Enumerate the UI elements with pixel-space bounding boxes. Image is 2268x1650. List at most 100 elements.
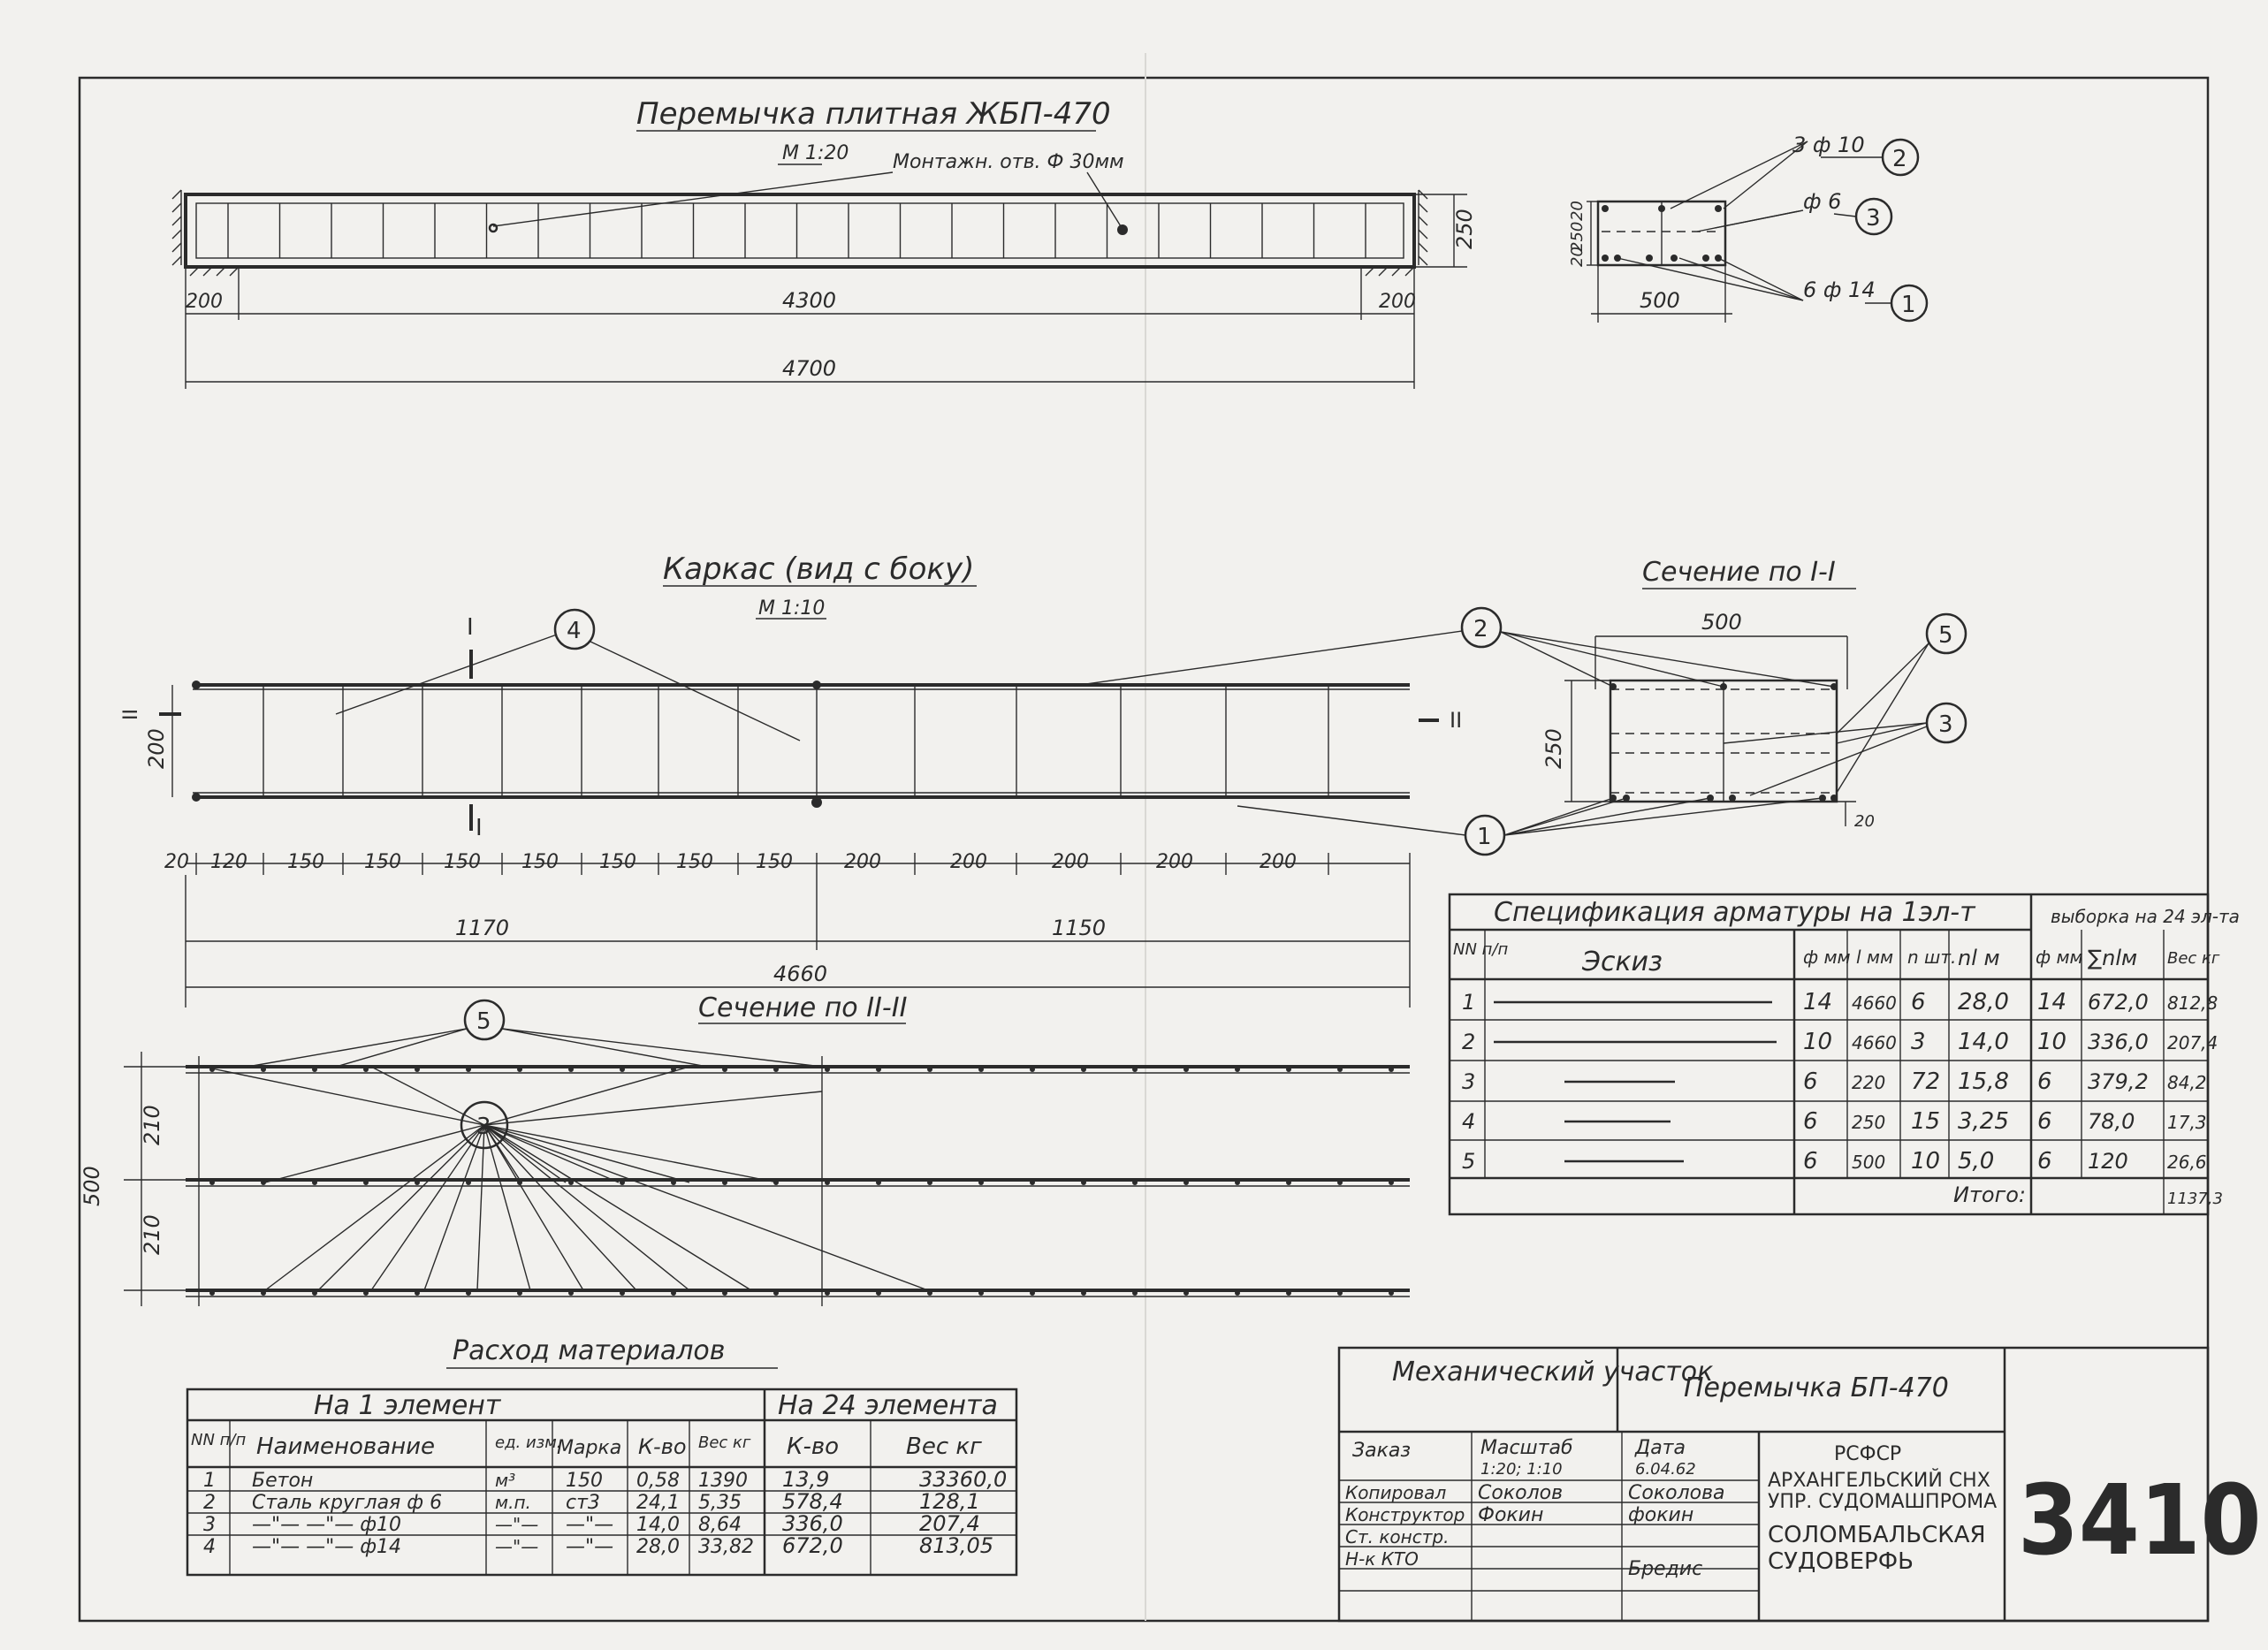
spec-cell-d2: 6 [2037, 1108, 2052, 1135]
spec-h-sketch: Эскиз [1581, 947, 1663, 977]
frame-spacing-label: 200 [1260, 851, 1297, 873]
spec-cell-nn: 5 [1462, 1149, 1475, 1174]
tb-date-label: Дата [1634, 1437, 1686, 1459]
tb-copied: Копировал [1345, 1482, 1446, 1503]
spec-table: Спецификация арматуры на 1эл-т выборка н… [1448, 893, 2240, 1216]
spec-cell-nl: 14,0 [1958, 1029, 2009, 1055]
spec-cell-n: 10 [1911, 1148, 1940, 1175]
materials-table: Расход материалов На 1 элемент На 24 эле… [186, 1335, 1018, 1577]
mat-cell-w: 1390 [698, 1470, 748, 1492]
frame-spacing-label: 150 [676, 851, 713, 873]
mat-h-qty24: К-во [787, 1433, 839, 1460]
spec-h-d: ф мм [1803, 947, 1851, 968]
mat-cell-w: 8,64 [698, 1514, 742, 1536]
mat-cell-w24: 207,4 [919, 1511, 980, 1536]
mat-cell-unit: м³ [495, 1470, 515, 1491]
spec-cell-n: 15 [1911, 1108, 1940, 1135]
spec-cell-d2: 14 [2037, 989, 2066, 1015]
spec-cell-d: 6 [1803, 1068, 1818, 1095]
frame-spacing-label: 200 [844, 851, 881, 873]
frame-len-total: 4660 [773, 962, 827, 986]
sec-top-dim-500: 500 [1640, 288, 1680, 313]
mat-h-qty: К-во [638, 1434, 687, 1459]
sec2-dim-500: 500 [80, 1166, 104, 1206]
spec-cell-n: 3 [1911, 1029, 1926, 1055]
tb-order: Заказ [1352, 1440, 1411, 1462]
callout-5-sec2: 5 [476, 1008, 491, 1035]
frame-spacing-label: 150 [287, 851, 324, 873]
callout-4: 4 [567, 618, 582, 644]
spec-cell-d: 10 [1803, 1029, 1832, 1055]
callout-5-sec: 5 [1938, 622, 1953, 649]
mat-h-24: На 24 элемента [778, 1390, 998, 1421]
spec-cell-nl: 15,8 [1958, 1068, 2009, 1095]
spec-cell-nl: 5,0 [1958, 1148, 1994, 1175]
frame-scale: М 1:10 [758, 597, 825, 620]
spec-cell-nn: 2 [1462, 1030, 1475, 1054]
section-I-title: Сечение по I-I [1642, 557, 1836, 588]
section-I-dim-500: 500 [1701, 610, 1742, 635]
section-I-dim-20: 20 [1854, 812, 1875, 831]
mat-cell-qty24: 672,0 [782, 1533, 843, 1558]
mat-cell-mark: —"— [566, 1514, 613, 1536]
frame-spacing-label: 200 [950, 851, 987, 873]
tb-nk: Н-к КТО [1345, 1548, 1419, 1570]
materials-title: Расход материалов [453, 1335, 725, 1366]
spec-cell-w: 207,4 [2167, 1032, 2218, 1053]
frame-spacing-label: 150 [444, 851, 481, 873]
spec-cell-d2: 10 [2037, 1029, 2066, 1055]
callout-3-top: 3 [1866, 205, 1881, 232]
mat-h-w: Вес кг [698, 1433, 751, 1452]
beam-dim-right: 200 [1379, 291, 1416, 313]
spec-h-nn: NN п/п [1453, 940, 1508, 959]
frame-spacing-label: 200 [1052, 851, 1089, 873]
beam-dim-total: 4700 [782, 356, 836, 381]
beam-dim-left: 200 [186, 291, 223, 313]
label-6d14: 6 ф 14 [1803, 278, 1876, 302]
beam-title: Перемычка плитная ЖБП-470 [636, 96, 1111, 132]
mounting-hole-left [488, 223, 499, 233]
spec-total-value: 1137,3 [2167, 1190, 2223, 1208]
tb-org-line: УПР. СУДОМАШПРОМА [1768, 1491, 1997, 1513]
frame-spacing-label: 200 [1156, 851, 1193, 873]
section-I-dim-250: 250 [1541, 728, 1566, 769]
mat-cell-w24: 813,05 [919, 1533, 993, 1558]
spec-cell-l: 4660 [1852, 1032, 1897, 1053]
mounting-hole-right [1117, 224, 1128, 235]
spec-sample-title: выборка на 24 эл-та [2051, 906, 2240, 927]
spec-cell-l: 250 [1852, 1112, 1885, 1133]
spec-cell-sum: 78,0 [2088, 1109, 2135, 1134]
title-block: Механический участок Перемычка БП-470 За… [1337, 1346, 2261, 1623]
label-d6: ф 6 [1803, 189, 1841, 214]
mat-cell-unit: м.п. [495, 1492, 531, 1513]
frame-title: Каркас (вид с боку) [663, 551, 974, 587]
label-3d10: 3 ф 10 [1792, 133, 1865, 157]
section-I-view: Сечение по I-I 500 250 20 5 3 [1500, 557, 1967, 836]
sec2-dim-210b: 210 [140, 1214, 164, 1255]
sec-top-dim-20a: 20 [1568, 201, 1587, 221]
tb-org-line: СУДОВЕРФЬ [1768, 1548, 1914, 1575]
mark-I-bottom: I [476, 815, 483, 841]
mat-cell-mark: 150 [566, 1470, 603, 1492]
mat-h-mark: Марка [557, 1437, 621, 1459]
tb-designer-by: Фокин [1478, 1504, 1543, 1526]
spec-cell-nl: 3,25 [1958, 1108, 2009, 1135]
frame-spacing-label: 150 [521, 851, 559, 873]
spec-cell-nn: 1 [1462, 990, 1475, 1015]
spec-title: Спецификация арматуры на 1эл-т [1494, 897, 1976, 928]
mat-h-one: На 1 элемент [314, 1390, 502, 1421]
sec2-dim-210a: 210 [140, 1105, 164, 1145]
sheet-border [78, 76, 2210, 1623]
mat-h-w24: Вес кг [906, 1433, 982, 1460]
tb-date-value: 6.04.62 [1635, 1460, 1696, 1479]
section-II-view: Сечение по II-II 3 5 500 210 210 [80, 992, 1410, 1306]
callout-1-frame: 1 [1477, 824, 1492, 850]
mat-cell-mark: —"— [566, 1536, 613, 1558]
callout-2-top: 2 [1892, 146, 1907, 172]
tb-org-line: СОЛОМБАЛЬСКАЯ [1768, 1522, 1986, 1548]
spec-h-l: l мм [1856, 947, 1893, 968]
